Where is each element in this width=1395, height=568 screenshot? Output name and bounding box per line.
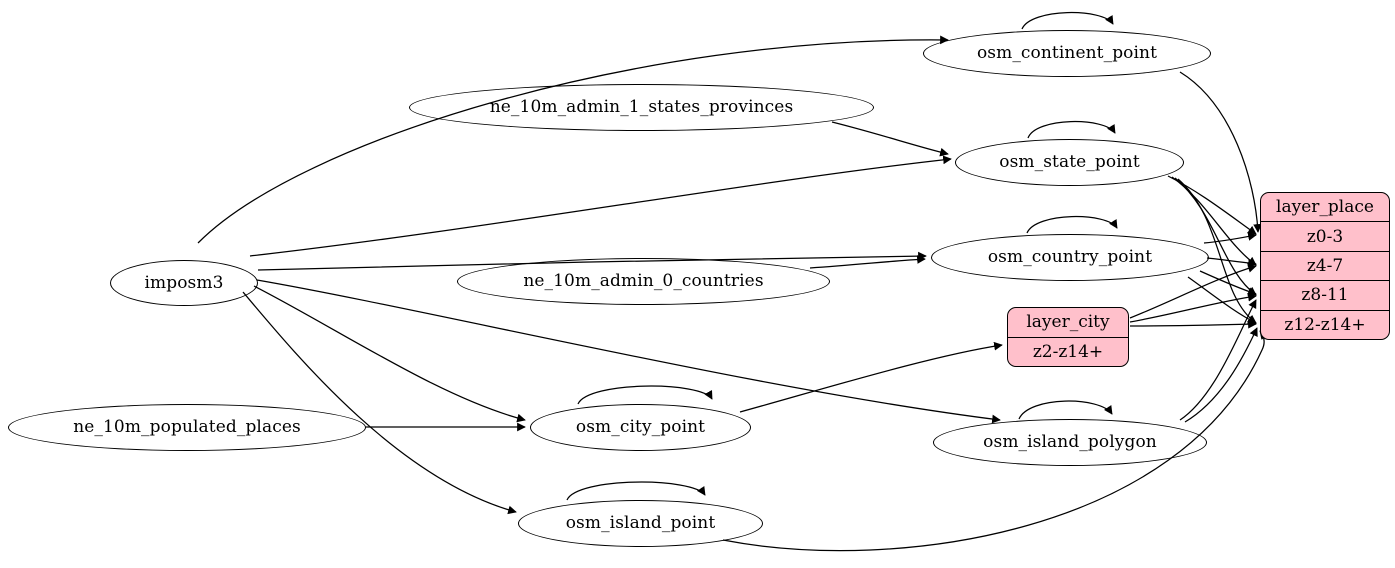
node-osm_continent_point[interactable]: osm_continent_point <box>923 30 1211 77</box>
node-osm_island_point-label: osm_island_point <box>565 513 716 533</box>
node-osm_island_polygon[interactable]: osm_island_polygon <box>933 419 1207 466</box>
edge-osm_city_point-to-layer_city-z2 <box>739 341 1003 413</box>
node-layer_place[interactable]: layer_place z0-3 z4-7 z8-11 z12-z14+ <box>1260 192 1390 340</box>
node-osm_city_point[interactable]: osm_city_point <box>530 404 751 451</box>
node-osm_state_point-label: osm_state_point <box>999 152 1140 172</box>
edge-osm_country_point-to-layer_place-z4-7 <box>1206 257 1257 268</box>
node-ne_10m_admin_0_countries-label: ne_10m_admin_0_countries <box>523 271 764 291</box>
edge-layer_city-to-layer_place-z12 <box>1129 319 1257 329</box>
node-ne_10m_admin_1_states_provinces-label: ne_10m_admin_1_states_provinces <box>489 97 794 117</box>
node-ne_10m_admin_1_states_provinces[interactable]: ne_10m_admin_1_states_provinces <box>409 84 874 131</box>
node-ne_10m_populated_places[interactable]: ne_10m_populated_places <box>8 404 366 451</box>
edge-osm_island_point-to-layer_place-z12 <box>722 330 1269 552</box>
selfloop-osm_country_point <box>1026 215 1118 234</box>
selfloop-osm_state_point <box>1027 120 1116 139</box>
edge-layer_city-to-layer_place-z8-11 <box>1129 292 1257 323</box>
edge-osm_country_point-to-layer_place-z0-3 <box>1203 232 1257 244</box>
node-imposm3-label: imposm3 <box>144 272 224 293</box>
layer_place-header: layer_place <box>1261 193 1389 223</box>
layer_place-row-z12-z14plus[interactable]: z12-z14+ <box>1284 314 1366 335</box>
layer_place-row-z8-11[interactable]: z8-11 <box>1261 281 1389 311</box>
layer_city-header: layer_city <box>1008 308 1128 338</box>
node-osm_continent_point-label: osm_continent_point <box>976 43 1158 63</box>
edge-layer_city-to-layer_place-z4-7 <box>1129 264 1257 319</box>
edge-osm_state_point-to-layer_place-z8-11 <box>1174 177 1257 296</box>
node-layer_city[interactable]: layer_city z2-z14+ <box>1007 307 1129 367</box>
edge-imposm3-to-osm_island_polygon <box>256 279 1001 424</box>
layer_place-row-z4-7[interactable]: z4-7 <box>1261 252 1389 282</box>
layer_place-row-z0-3[interactable]: z0-3 <box>1261 222 1389 252</box>
node-osm_country_point-label: osm_country_point <box>987 247 1153 267</box>
node-osm_state_point[interactable]: osm_state_point <box>955 139 1184 186</box>
edge-osm_island_polygon-to-layer_place-z12 <box>1184 327 1258 423</box>
edge-osm_country_point-to-layer_place-z8-11 <box>1199 270 1257 296</box>
node-osm_city_point-label: osm_city_point <box>575 417 706 437</box>
node-ne_10m_admin_0_countries[interactable]: ne_10m_admin_0_countries <box>457 258 830 305</box>
edge-osm_island_polygon-to-layer_place-z8-11 <box>1179 299 1257 421</box>
edge-imposm3-to-osm_island_point <box>242 291 517 515</box>
node-ne_10m_populated_places-label: ne_10m_populated_places <box>73 417 301 437</box>
edge-osm_state_point-to-layer_place-z12 <box>1177 178 1257 324</box>
selfloop-osm_island_point <box>566 481 706 501</box>
selfloop-osm_city_point <box>577 385 713 405</box>
edge-ne_10m_admin_1_states_provinces-to-osm_state_point <box>831 121 949 157</box>
edge-osm_continent_point-to-layer_place-z0-3 <box>1179 71 1262 233</box>
node-osm_country_point[interactable]: osm_country_point <box>931 234 1209 281</box>
layer_city-row-z2-z14plus[interactable]: z2-z14+ <box>1032 341 1104 362</box>
selfloop-osm_island_polygon <box>1018 400 1113 420</box>
edge-ne_10m_admin_0_countries-to-osm_country_point <box>809 255 926 269</box>
edges-group <box>197 11 1269 552</box>
edge-imposm3-to-osm_state_point <box>249 155 952 257</box>
node-imposm3[interactable]: imposm3 <box>110 260 258 306</box>
edge-imposm3-to-osm_city_point <box>253 285 526 423</box>
selfloop-osm_continent_point <box>1021 11 1114 30</box>
node-osm_island_point[interactable]: osm_island_point <box>518 500 763 547</box>
node-osm_island_polygon-label: osm_island_polygon <box>983 432 1157 452</box>
